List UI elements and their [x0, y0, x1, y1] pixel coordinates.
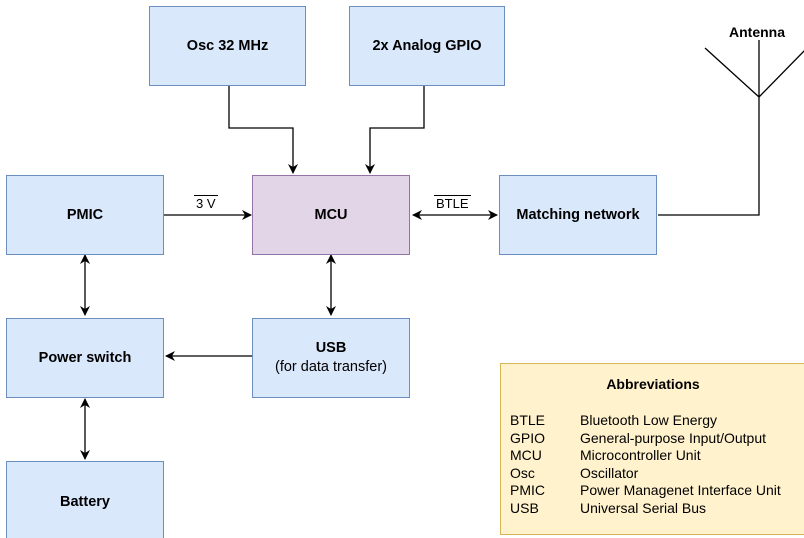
- antenna-icon: [704, 40, 804, 98]
- abbreviations-list: BTLE Bluetooth Low Energy GPIO General-p…: [510, 412, 781, 517]
- abbreviation-meaning: Microcontroller Unit: [580, 447, 701, 463]
- gpio-label: 2x Analog GPIO: [372, 37, 482, 54]
- abbreviation-meaning: General-purpose Input/Output: [580, 429, 767, 446]
- abbreviation-term: GPIO: [510, 429, 546, 446]
- abbreviation-item: Osc Oscillator: [510, 465, 781, 483]
- abbreviation-meaning: Power Managenet Interface Unit: [580, 482, 781, 498]
- abbreviation-item: MCU Microcontroller Unit: [510, 447, 781, 465]
- abbreviation-item: GPIO General-purpose Input/Output: [510, 430, 781, 448]
- pmic-label: PMIC: [66, 206, 104, 223]
- power-switch-block: Power switch: [6, 318, 164, 398]
- matching-to-antenna-line: [658, 97, 760, 216]
- usb-sublabel: (for data transfer): [274, 359, 387, 375]
- mcu-label: MCU: [314, 206, 348, 223]
- abbreviation-term: BTLE: [510, 412, 546, 428]
- battery-block: Battery: [6, 461, 164, 538]
- power-switch-label: Power switch: [38, 349, 132, 366]
- abbreviations-title: Abbreviations: [606, 376, 700, 392]
- mcu-block: MCU: [252, 175, 410, 255]
- abbreviation-term: Osc: [510, 464, 535, 481]
- abbreviation-term: MCU: [510, 447, 542, 463]
- pmic-block: PMIC: [6, 175, 164, 255]
- abbreviations-box: Abbreviations BTLE Bluetooth Low Energy …: [500, 363, 804, 535]
- abbreviation-term: USB: [510, 499, 539, 516]
- osc-label: Osc 32 MHz: [186, 37, 269, 54]
- abbreviation-item: PMIC Power Managenet Interface Unit: [510, 482, 781, 500]
- antenna-label: Antenna: [729, 24, 785, 40]
- abbreviation-meaning: Bluetooth Low Energy: [580, 412, 717, 428]
- abbreviation-item: USB Universal Serial Bus: [510, 500, 781, 518]
- usb-block: USB (for data transfer): [252, 318, 410, 398]
- abbreviation-term: PMIC: [510, 482, 545, 498]
- gpio-block: 2x Analog GPIO: [349, 6, 505, 86]
- abbreviation-meaning: Universal Serial Bus: [580, 499, 707, 516]
- battery-label: Battery: [60, 493, 110, 510]
- usb-label: USB: [315, 340, 347, 356]
- abbreviation-meaning: Oscillator: [580, 464, 639, 481]
- abbreviation-item: BTLE Bluetooth Low Energy: [510, 412, 781, 430]
- gpio-to-mcu-arrow: [365, 86, 425, 174]
- btle-edge-label: BTLE: [434, 195, 471, 211]
- matching-network-label: Matching network: [516, 206, 640, 223]
- matching-network-block: Matching network: [499, 175, 657, 255]
- voltage-edge-label: 3 V: [194, 195, 218, 211]
- osc-to-mcu-arrow: [228, 86, 298, 174]
- osc-block: Osc 32 MHz: [149, 6, 306, 86]
